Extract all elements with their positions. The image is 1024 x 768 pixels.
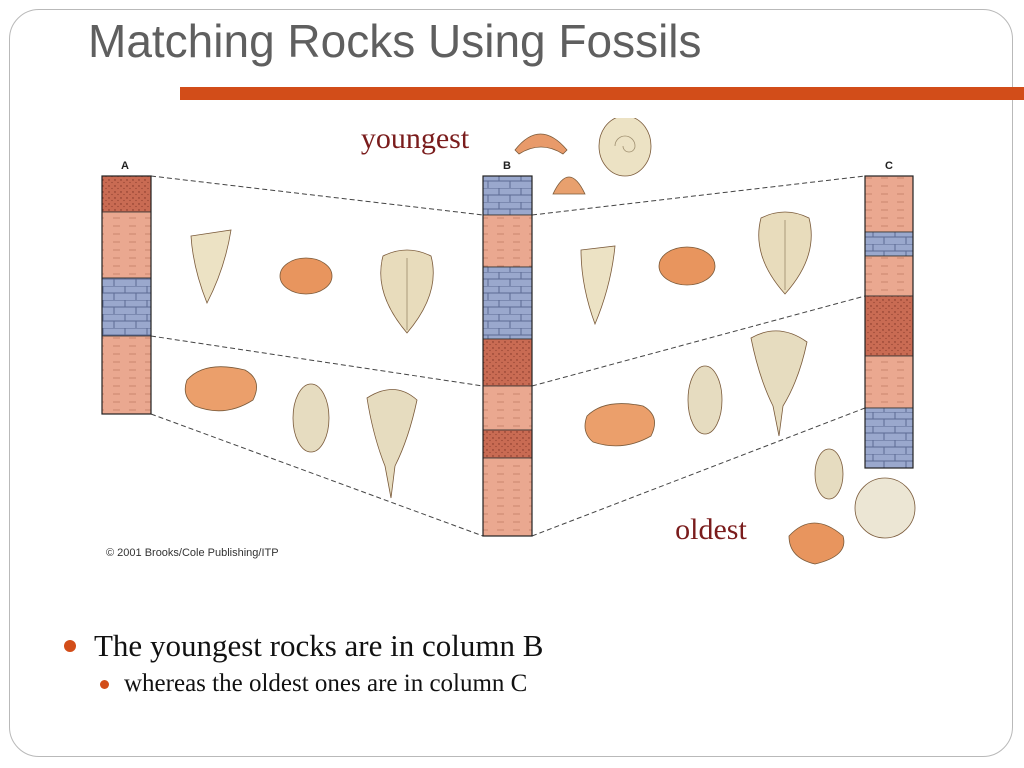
fossil-group-oldest (788, 448, 916, 565)
rock-column-b (482, 175, 533, 537)
fossil-group-a-upper (190, 229, 434, 334)
column-label-a: A (121, 160, 129, 172)
rock-column-a (101, 175, 152, 415)
fossil-group-b-c-lower (584, 330, 808, 447)
title-accent-bar (180, 87, 1024, 100)
fossil-group-a-lower (184, 366, 418, 499)
youngest-label: youngest (361, 122, 470, 155)
fossil-group-b-c-upper (580, 211, 812, 326)
column-label-c: C (885, 160, 893, 172)
slide-frame (9, 9, 1013, 757)
column-label-b: B (503, 160, 511, 172)
bullet-level-2-text: whereas the oldest ones are in column C (124, 670, 528, 697)
bullet-level-1: The youngest rocks are in column B (62, 628, 543, 664)
copyright-text: © 2001 Brooks/Cole Publishing/ITP (106, 547, 279, 559)
bullet-level-1-text: The youngest rocks are in column B (94, 628, 544, 663)
oldest-label: oldest (675, 513, 747, 546)
bullet-dot (100, 680, 109, 689)
correlation-lines (150, 175, 866, 537)
rock-column-c (864, 175, 914, 469)
rock-correlation-figure: A B C youngest oldest © 2001 Brooks/Cole… (101, 118, 916, 565)
bullet-level-2: whereas the oldest ones are in column C (62, 670, 543, 698)
bullet-dot (64, 640, 76, 652)
bullet-list: The youngest rocks are in column B where… (62, 628, 543, 698)
slide-title: Matching Rocks Using Fossils (88, 15, 702, 67)
fossil-group-youngest (514, 118, 652, 195)
